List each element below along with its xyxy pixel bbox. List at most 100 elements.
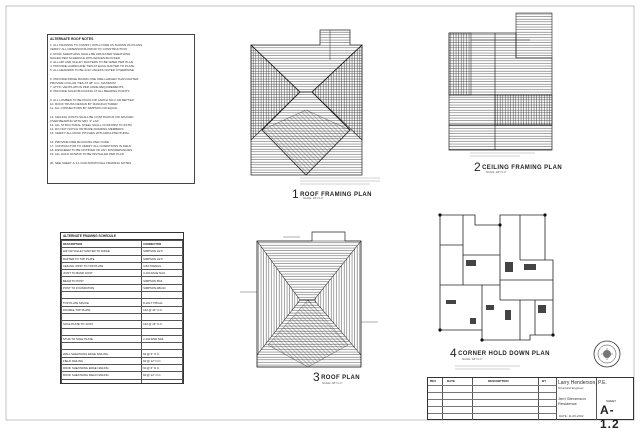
plan-2-scale: SCALE: 1/8"=1'-0" (486, 171, 507, 174)
tb-sheet-label: SHEET (606, 399, 617, 403)
plan-1-notes (300, 177, 380, 185)
note-line: 16. PROVIDE FIRE BLOCKING PER CODE (50, 139, 110, 144)
plan-4-scale: SCALE: 1/8"=1'-0" (462, 358, 483, 361)
schedule-connector-cell (141, 378, 183, 383)
schedule-connector-cell (141, 327, 183, 336)
schedule-row (61, 312, 183, 322)
note-line: 3. ALL HIP AND VALLEY RAFTERS TO BE SIZE… (50, 60, 133, 65)
plan-4-title-text: CORNER HOLD DOWN PLAN (458, 351, 550, 357)
note-line: 14. DO NOT NOTCH OR BORE FRAMING MEMBERS (50, 127, 124, 132)
plan-3-title-text: ROOF PLAN (321, 375, 361, 381)
schedule-connector-cell: 3-16d FACE NAIL (141, 269, 183, 278)
schedule-title: ALTERNATE FRAMING SCHEDULE (61, 233, 183, 240)
schedule-connector-cell: 8-16d TYPICAL (141, 298, 183, 307)
schedule-connector-cell: 2-16d END NAIL (141, 334, 183, 344)
schedule-description-cell: POST TO FOUNDATION (61, 283, 143, 293)
title-block: REV DATE DESCRIPTION BY Larry Henderson,… (427, 377, 634, 431)
schedule-description-cell (61, 327, 143, 336)
schedule-row (61, 291, 183, 300)
note-line: VERIFY ALL DIMENSIONS PRIOR TO CONSTRUCT… (50, 47, 127, 52)
schedule-description-cell (61, 378, 143, 383)
note-line: 2. ROOF SHEATHING SHALL BE APA RATED SHE… (50, 51, 131, 56)
tb-sheet-number: A-1.2 (600, 403, 620, 431)
tb-header-by: BY (542, 379, 547, 383)
schedule-description-cell: WALL SHEATHING EDGE NAILING (61, 349, 143, 358)
note-line: 8. PROVIDE SOLID BLOCKING AT ALL BEARING… (50, 89, 130, 94)
schedule-connector-cell: 16d @ 16" O.C. (141, 305, 183, 314)
roof-notes-box: ALTERNATE ROOF NOTES 1. ALL FRAMING TO C… (47, 34, 195, 184)
plan-3-number: 3 (313, 370, 321, 384)
plan-1-title-text: ROOF FRAMING PLAN (300, 192, 372, 198)
schedule-row (61, 342, 183, 351)
tb-header-rev: REV (430, 379, 437, 383)
notes-lines: 1. ALL FRAMING TO COMPLY WITH CODE AS SH… (50, 43, 192, 165)
schedule-description-cell: ROOF SHEATHING FIELD NAILING (61, 371, 143, 380)
schedule-connector-cell (141, 291, 183, 300)
schedule-description-cell: TOP PLATE SPLICE (61, 298, 143, 307)
plan-4-notes (455, 365, 520, 370)
schedule-connector-cell: 8d @ 12" O.C. (141, 356, 183, 366)
note-line: 12. CEILING JOISTS SHALL BE CONTINUOUS O… (50, 114, 134, 119)
plan-1-title: 1ROOF FRAMING PLAN (292, 187, 372, 201)
note-line: NAILED PER SCHEDULE WITH EDGES BLOCKED (50, 55, 121, 60)
note-line: 7. ATTIC VENTILATION PER CODE REQUIREMEN… (50, 85, 124, 90)
schedule-description-cell (61, 291, 143, 300)
plan-2-number: 2 (474, 160, 482, 174)
plan-2-title-text: CEILING FRAMING PLAN (482, 165, 563, 171)
schedule-description-cell: STUD TO SOLE PLATE (61, 334, 143, 344)
note-line: 18. ENGINEER TO BE NOTIFIED OF ANY DISCR… (50, 148, 133, 153)
plan-3-title: 3ROOF PLAN (313, 370, 360, 384)
note-line: PROVIDE COLLAR TIES AT 48" O.C. MAXIMUM (50, 81, 116, 86)
plan-1-scale: SCALE: 1/8"=1'-0" (303, 197, 324, 200)
floor-plan-fixtures (446, 260, 546, 324)
ceiling-framing-outline (448, 12, 553, 151)
note-line: 13. ALL STRUCTURAL STEEL SHALL CONFORM T… (50, 123, 132, 128)
plan-3-scale: SCALE: 1/8"=1'-0" (322, 382, 343, 385)
schedule-description-cell: CEILING JOIST TO TOP PLATE (61, 261, 143, 271)
schedule-description-cell: BEAM TO POST (61, 276, 143, 285)
plan-2-notes (470, 152, 535, 157)
schedule-connector-cell: SIMPSON H2.5 (141, 254, 183, 263)
schedule-description-cell: SOLE PLATE TO JOIST (61, 320, 143, 329)
roof-framing-outline (250, 29, 363, 176)
tb-header-description: DESCRIPTION (488, 379, 509, 383)
schedule-description-cell: RAFTER TO TOP PLATE (61, 254, 143, 263)
note-line: 17. CONTRACTOR TO VERIFY ALL CONDITIONS … (50, 144, 132, 149)
note-line: 9. ALL LUMBER TO BE DOUG FIR LARCH NO.2 … (50, 97, 134, 102)
schedule-row (61, 378, 183, 383)
schedule-connector-cell: SIMPSON BC4 (141, 276, 183, 285)
schedule-description-cell: DOUBLE TOP PLATE (61, 305, 143, 314)
note-line: 20. SEE SHEET A-1.1 FOR ADDITIONAL FRAMI… (50, 160, 132, 165)
roof-plan-outline (256, 231, 362, 368)
note-line: 6. PROVIDE RIDGE BOARD ONE SIZE LARGER T… (50, 76, 139, 81)
note-line: 4. PROVIDE HURRICANE TIES AT EACH RAFTER… (50, 64, 135, 69)
plan-1-number: 1 (292, 187, 300, 201)
tb-firm-sub: Structural Engineer (558, 386, 584, 390)
engineer-seal (593, 340, 621, 368)
note-line: 10. ROOF TRUSS DESIGN BY MANUFACTURER (50, 102, 118, 107)
note-line: OVER BEARING WITH MIN. 3" LAP (50, 118, 99, 123)
schedule-connector-cell: 16d @ 16" O.C. (141, 320, 183, 329)
schedule-connector-cell (141, 342, 183, 351)
tb-project-line2: Residence (558, 401, 577, 406)
tb-header-date: DATE (447, 379, 455, 383)
schedule-row (61, 327, 183, 336)
plan-4-number: 4 (450, 346, 458, 360)
schedule-connector-cell: SIMPSON ABU44 (141, 283, 183, 293)
schedule-description-cell: JOIST TO BAND JOIST (61, 269, 143, 278)
